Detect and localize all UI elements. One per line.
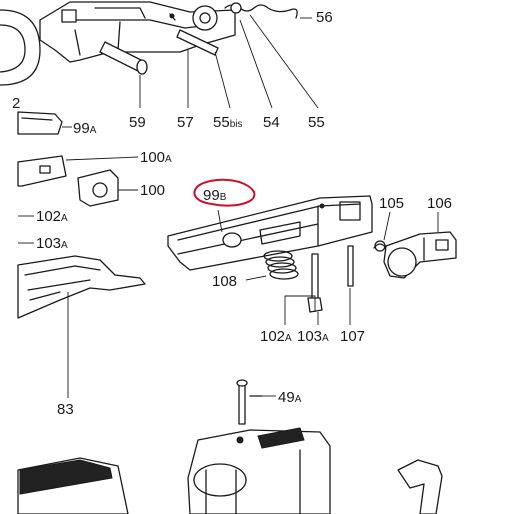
label-107: 107 — [340, 328, 365, 345]
part-100 — [77, 169, 119, 207]
leader-100a — [65, 156, 139, 161]
spring-108 — [263, 250, 299, 280]
label-54: 54 — [263, 114, 280, 131]
part-100a — [17, 155, 67, 187]
left-part-edge — [0, 9, 41, 86]
leader-55 — [249, 14, 319, 109]
label-59: 59 — [129, 114, 146, 131]
label-108: 108 — [212, 273, 237, 290]
bottom-carriage-assembly — [187, 427, 331, 514]
part-99a — [17, 111, 63, 135]
label-99a: 99A — [73, 120, 97, 137]
pin-49a — [236, 379, 248, 425]
label-103a-left: 103A — [36, 235, 68, 252]
leader-102a — [284, 295, 316, 325]
label-100a: 100A — [140, 149, 172, 166]
label-102a-left: 102A — [36, 208, 68, 225]
label-106: 106 — [427, 195, 452, 212]
label-105: 105 — [379, 195, 404, 212]
bottom-right-part — [397, 459, 443, 514]
label-100: 100 — [140, 182, 165, 199]
label-2: 2 — [12, 95, 20, 112]
label-49a: 49A — [278, 389, 302, 406]
spring-54 — [224, 2, 298, 19]
part-106 — [383, 231, 457, 279]
label-55bis: 55bis — [213, 114, 242, 131]
label-102a: 102A — [260, 328, 292, 345]
label-57: 57 — [177, 114, 194, 131]
shaft-57 — [176, 29, 219, 56]
pin-107 — [347, 245, 354, 287]
leader-105 — [383, 211, 391, 241]
leader-55bis — [214, 51, 231, 109]
label-99b: 99B — [203, 187, 227, 204]
leader-99b — [217, 209, 223, 233]
spindle-pin-59 — [99, 41, 148, 75]
label-56: 56 — [316, 9, 333, 26]
label-83: 83 — [57, 401, 74, 418]
leader-108 — [245, 275, 267, 281]
top-frame-assembly — [39, 1, 236, 63]
bottom-left-part — [17, 457, 129, 514]
label-55: 55 — [308, 114, 325, 131]
part-83 — [17, 255, 146, 319]
label-103a: 103A — [297, 328, 329, 345]
part-99b — [167, 195, 373, 271]
highlight-circle-99b — [193, 178, 256, 207]
leader-54 — [239, 19, 273, 109]
